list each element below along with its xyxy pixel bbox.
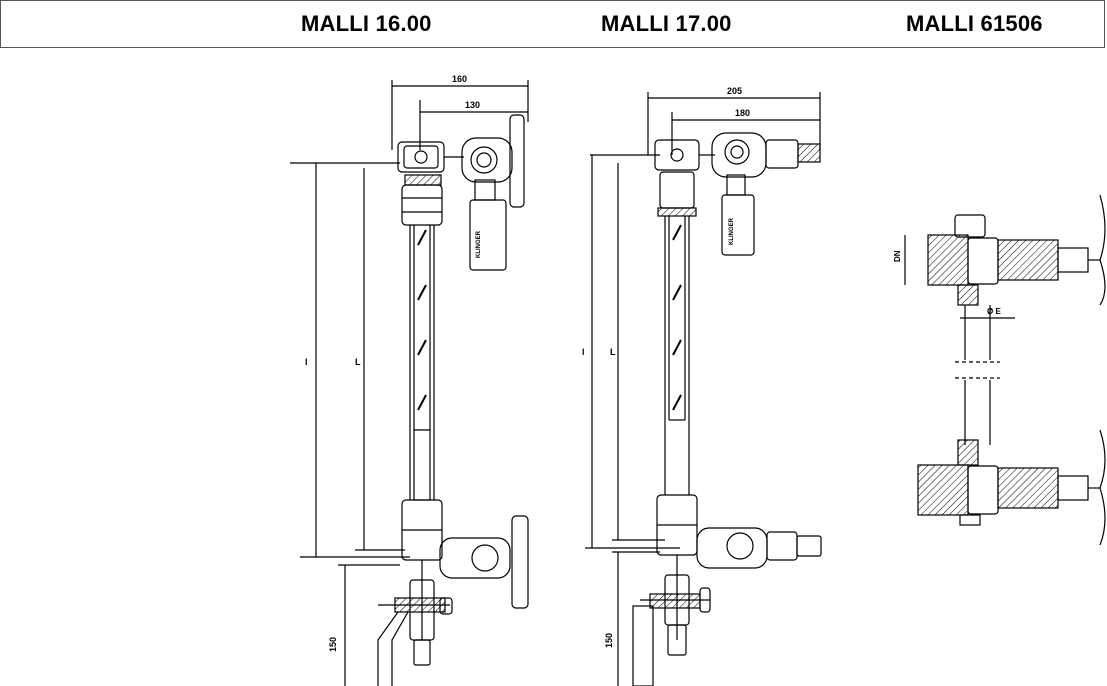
model-header-bar: MALLI 16.00 MALLI 17.00 MALLI 61506 [0,0,1105,48]
model-label-17-00: MALLI 17.00 [601,11,732,36]
dimension-l-outer-17: l [582,154,680,549]
break-line-61506 [955,361,1000,379]
drain-pipe-16 [377,611,409,686]
gauge-tube-17 [664,216,690,495]
dim-150-17-label: 150 [604,633,614,648]
lower-valve-61506 [917,380,1106,546]
drawing-malli-16-00: 160 130 l L 150 [290,74,529,686]
model-label-61506: MALLI 61506 [906,11,1043,36]
dim-l-inner-label: L [355,357,361,367]
dim-160-label: 160 [452,74,467,84]
top-handle-17: KLINGER [721,174,755,256]
dimension-dn: DN [893,235,906,285]
top-valve-16 [397,114,525,226]
dimension-width-205: 205 [647,86,821,155]
dimension-width-160: 160 [391,74,529,150]
upper-valve-61506 [927,194,1106,360]
dimension-150-17: 150 [604,551,660,686]
dim-diameter-label: Ø E [987,307,1001,316]
model-label-16-00: MALLI 16.00 [301,11,432,36]
gauge-tube-16 [409,225,435,501]
drawing-malli-61506: DN Ø E [893,194,1106,546]
top-valve-17 [654,132,821,217]
bottom-valve-17 [632,494,822,686]
dim-130-label: 130 [465,100,480,110]
dimension-150: 150 [328,564,400,686]
dimension-diameter: Ø E [960,307,1015,319]
dimension-l-inner-17: L [610,163,665,541]
dim-205-label: 205 [727,86,742,96]
drawing-malli-17-00: 205 180 l L 150 [582,86,822,686]
dim-180-label: 180 [735,108,750,118]
top-handle-16: KLINGER [469,179,507,271]
dim-l-outer-17-label: l [582,347,585,357]
dim-150-label: 150 [328,637,338,652]
dim-dn-label: DN [893,250,902,262]
bottom-valve-16 [378,499,529,666]
dimension-width-180: 180 [671,108,820,155]
svg-text:KLINGER: KLINGER [729,217,735,245]
svg-text:KLINGER: KLINGER [476,230,482,258]
dim-l-outer-label: l [305,357,308,367]
dim-l-inner-17-label: L [610,347,616,357]
dimension-l-inner: L [355,168,405,551]
dimension-l-outer: l [290,162,410,558]
